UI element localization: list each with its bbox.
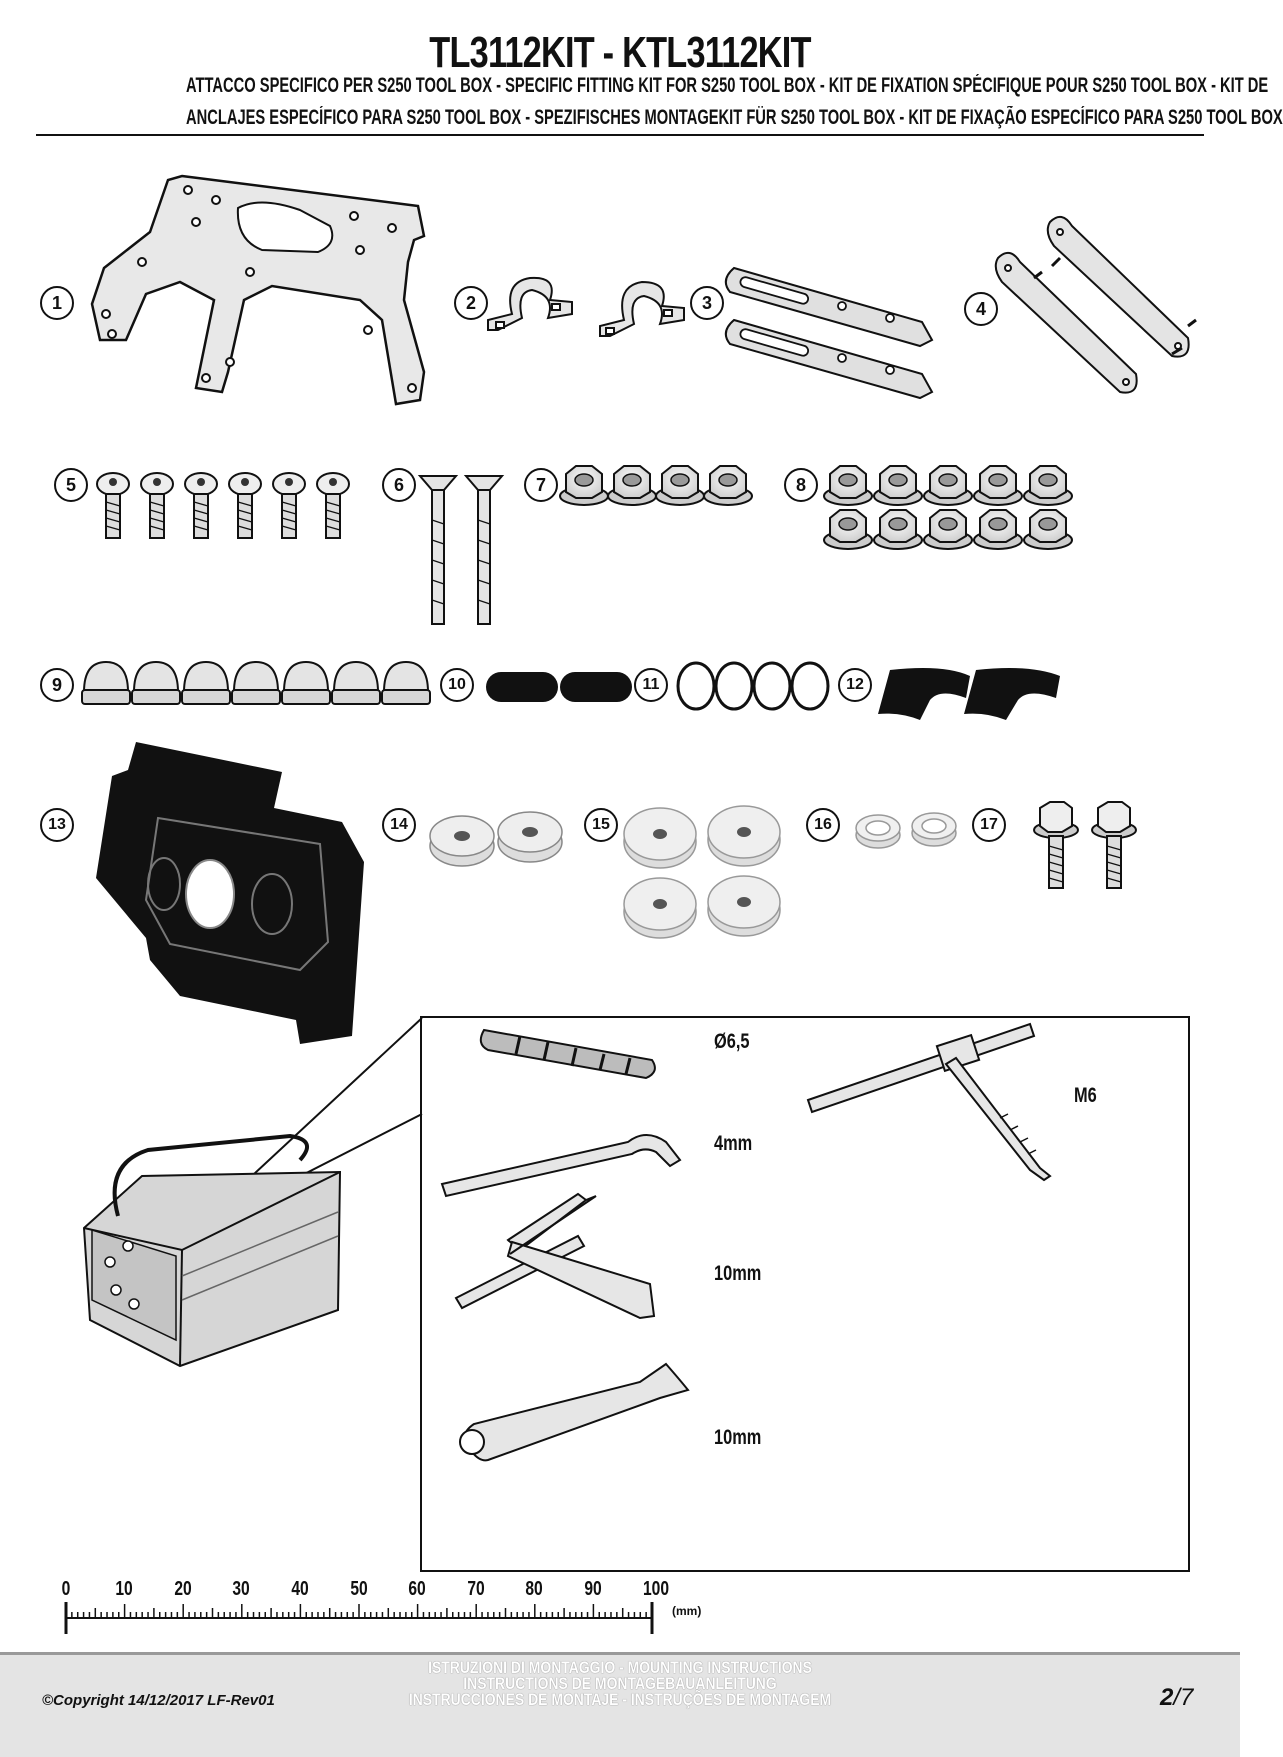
ruler-label-100: 100 (642, 1578, 670, 1600)
ruler-label-50: 50 (350, 1578, 368, 1600)
drill-bit-icon (479, 1028, 656, 1080)
part-badge-11: 11 (634, 668, 668, 702)
ruler-label-60: 60 (408, 1578, 426, 1600)
part-badge-12: 12 (838, 668, 872, 702)
rubber-pad-icon (486, 672, 632, 702)
part-badge-17: 17 (972, 808, 1006, 842)
ruler-label-0: 0 (61, 1578, 71, 1600)
toolbox-icon (82, 1017, 423, 1368)
ruler-unit: (mm) (672, 1604, 702, 1618)
t-wrench-label: 10mm (714, 1262, 762, 1285)
subtitle-line-1: ATTACCO SPECIFICO PER S250 TOOL BOX - SP… (186, 74, 1269, 97)
part-badge-10: 10 (440, 668, 474, 702)
combination-wrench-label: 10mm (714, 1426, 762, 1449)
footer-line-2: INSTRUCTIONS DE MONTAGEBAUANLEITUNG (463, 1674, 777, 1693)
footer-line-3: INSTRUCCIONES DE MONTAJE - INSTRUÇÕES DE… (408, 1690, 832, 1709)
part-badge-13: 13 (40, 808, 74, 842)
part-badge-16: 16 (806, 808, 840, 842)
drill-bit-label: Ø6,5 (714, 1030, 750, 1053)
ruler-label-30: 30 (232, 1578, 250, 1600)
combination-wrench-icon (459, 1362, 690, 1462)
header-divider (36, 134, 1204, 136)
allen-key-label: 4mm (714, 1132, 753, 1155)
cap-nut-cover-icon (81, 661, 431, 705)
thick-washer-icon (429, 811, 563, 867)
ruler-label-20: 20 (174, 1578, 192, 1600)
hex-flange-bolt-icon (1033, 801, 1137, 889)
copyright-text: ©Copyright 14/12/2017 LF-Rev01 (42, 1692, 275, 1709)
page-number: 2/7 (1160, 1684, 1193, 1712)
curved-rubber-pad-icon (878, 668, 1060, 720)
part-badge-4: 4 (964, 292, 998, 326)
subtitle-line-2: ANCLAJES ESPECÍFICO PARA S250 TOOL BOX -… (186, 106, 1283, 129)
o-ring-icon (676, 661, 830, 711)
part-badge-1: 1 (40, 286, 74, 320)
parts-illustration (64, 174, 1197, 1634)
allen-key-icon (440, 1134, 682, 1198)
part-badge-3: 3 (690, 286, 724, 320)
flange-nut-icon-set-8 (823, 465, 1073, 550)
countersunk-screw-icon (417, 475, 505, 625)
t-wrench-icon (454, 1192, 656, 1320)
flange-nut-icon (559, 465, 753, 506)
tap-wrench-icon (806, 1022, 1052, 1182)
button-head-screw-icon (96, 472, 350, 539)
link-bar-icon (994, 215, 1197, 394)
spacer-icon (855, 812, 957, 849)
part-badge-7: 7 (524, 468, 558, 502)
page-title: TL3112KIT - KTL3112KIT (429, 28, 811, 77)
page-total: /7 (1173, 1684, 1194, 1711)
footer-line-1: ISTRUZIONI DI MONTAGGIO - MOUNTING INSTR… (428, 1658, 812, 1677)
part-badge-15: 15 (584, 808, 618, 842)
ruler-label-70: 70 (467, 1578, 485, 1600)
tap-wrench-label: M6 (1074, 1084, 1097, 1107)
part-badge-5: 5 (54, 468, 88, 502)
mounting-plate-icon (90, 174, 426, 406)
u-clamp-icon (487, 276, 685, 337)
ruler-label-40: 40 (291, 1578, 309, 1600)
page-current: 2 (1160, 1684, 1174, 1711)
part-badge-6: 6 (382, 468, 416, 502)
part-badge-14: 14 (382, 808, 416, 842)
footer-bar (0, 1652, 1240, 1757)
part-badge-2: 2 (454, 286, 488, 320)
part-badge-8: 8 (784, 468, 818, 502)
large-washer-icon (623, 805, 781, 939)
ruler-ticks (65, 1604, 653, 1618)
part-badge-9: 9 (40, 668, 74, 702)
ruler-label-10: 10 (115, 1578, 133, 1600)
slotted-strip-icon (724, 266, 934, 400)
rubber-gasket-icon (96, 742, 364, 1044)
ruler-label-90: 90 (584, 1578, 602, 1600)
tools-frame (420, 1016, 1190, 1572)
ruler-label-80: 80 (525, 1578, 543, 1600)
